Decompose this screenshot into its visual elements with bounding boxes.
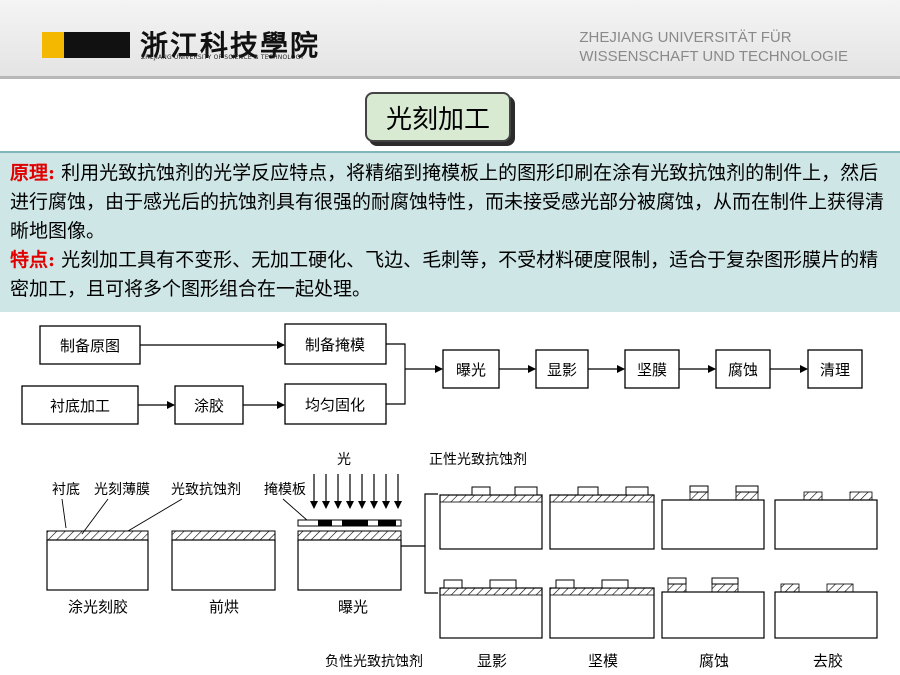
- wafer-prebake: [171, 530, 276, 591]
- film-label: 光刻薄膜: [94, 482, 150, 498]
- flow-label-substrate: 衬底加工: [50, 397, 110, 415]
- flow-arrows: [138, 341, 808, 409]
- negative-strip-wafer: [774, 583, 878, 639]
- substrate-label: 衬底: [52, 482, 80, 498]
- flow-label-coat: 涂胶: [194, 397, 224, 415]
- light-label: 光: [337, 452, 351, 468]
- step-label-harden: 坚模: [588, 652, 618, 670]
- negative-etch-wafer: [661, 577, 765, 639]
- flow-label-develop: 显影: [547, 361, 577, 379]
- positive-resist-label: 正性光致抗蚀剂: [429, 452, 527, 468]
- header-banner: 浙江科技學院 ZHEJIANG UNIVERSITY OF SCIENCE & …: [0, 0, 900, 76]
- school-name-english: ZHEJIANG UNIVERSITY OF SCIENCE & TECHNOL…: [141, 54, 305, 61]
- school-name-german: ZHEJIANG UNIVERSITÄT FÜR WISSENSCHAFT UN…: [579, 28, 848, 66]
- leader-lines: [61, 498, 309, 535]
- mask-plate-label: 掩模板: [264, 482, 306, 498]
- flow-box-develop: 显影: [535, 349, 589, 389]
- header-divider: [0, 76, 900, 79]
- positive-etch-wafer: [661, 485, 765, 550]
- features-label: 特点:: [10, 249, 56, 271]
- principle-paragraph: 原理: 利用光致抗蚀剂的光学反应特点，将精缩到掩模板上的图形印刷在涂有光致抗蚀剂…: [10, 159, 890, 246]
- flow-label-expose: 曝光: [456, 361, 486, 379]
- step-label-expose: 曝光: [338, 598, 368, 616]
- school-name-german-line2: WISSENSCHAFT UND TECHNOLOGIE: [579, 48, 848, 65]
- flow-bracket: [386, 343, 406, 405]
- branch-lines: [401, 493, 438, 594]
- school-name-chinese: 浙江科技學院: [140, 29, 321, 62]
- step-label-strip: 去胶: [813, 652, 843, 670]
- flow-box-harden: 坚膜: [624, 349, 680, 389]
- flow-label-clean: 清理: [820, 361, 850, 379]
- flow-label-original: 制备原图: [60, 337, 120, 355]
- negative-row: [439, 577, 878, 639]
- resist-label: 光致抗蚀剂: [171, 482, 241, 498]
- wafer-coat: [46, 530, 149, 591]
- flow-box-coat: 涂胶: [174, 385, 244, 425]
- school-name-german-line1: ZHEJIANG UNIVERSITÄT FÜR: [579, 29, 792, 46]
- features-text: 光刻加工具有不变形、无加工硬化、飞边、毛刺等，不受材料硬度限制，适合于复杂图形膜…: [10, 249, 879, 300]
- positive-develop-wafer: [439, 486, 543, 550]
- flow-label-mask: 制备掩模: [305, 336, 365, 354]
- flow-box-original: 制备原图: [39, 325, 141, 365]
- positive-row: [439, 485, 878, 550]
- principle-text: 利用光致抗蚀剂的光学反应特点，将精缩到掩模板上的图形印刷在涂有光致抗蚀剂的制件上…: [10, 162, 885, 242]
- light-arrows: [310, 474, 402, 509]
- step-label-coat: 涂光刻胶: [68, 598, 128, 616]
- flow-box-clean: 清理: [807, 349, 863, 389]
- logo-black-block: [64, 32, 130, 58]
- flow-label-etch: 腐蚀: [728, 361, 758, 379]
- flow-box-etch: 腐蚀: [715, 349, 771, 389]
- features-paragraph: 特点: 光刻加工具有不变形、无加工硬化、飞边、毛刺等，不受材料硬度限制，适合于复…: [10, 246, 890, 304]
- flow-label-cure: 均匀固化: [305, 396, 365, 414]
- positive-strip-wafer: [774, 491, 878, 550]
- step-label-prebake: 前烘: [209, 598, 239, 616]
- flow-box-expose: 曝光: [442, 349, 500, 389]
- negative-harden-wafer: [549, 579, 655, 639]
- step-label-etch: 腐蚀: [699, 652, 729, 670]
- flow-box-mask: 制备掩模: [284, 323, 387, 365]
- flow-label-harden: 坚膜: [637, 361, 667, 379]
- negative-resist-label: 负性光致抗蚀剂: [325, 654, 423, 670]
- logo-yellow-block: [42, 32, 64, 58]
- step-label-develop: 显影: [477, 652, 507, 670]
- description-block: 原理: 利用光致抗蚀剂的光学反应特点，将精缩到掩模板上的图形印刷在涂有光致抗蚀剂…: [0, 151, 900, 312]
- flow-box-cure: 均匀固化: [284, 383, 387, 425]
- wafer-expose: [297, 519, 402, 591]
- negative-develop-wafer: [439, 579, 543, 639]
- process-diagram: 制备原图 制备掩模 衬底加工 涂胶 均匀固化 曝光 显影 坚膜 腐蚀 清理: [21, 323, 878, 670]
- slide-title: 光刻加工: [365, 92, 511, 142]
- flow-box-substrate: 衬底加工: [21, 385, 139, 425]
- principle-label: 原理:: [10, 162, 56, 184]
- positive-harden-wafer: [549, 486, 655, 550]
